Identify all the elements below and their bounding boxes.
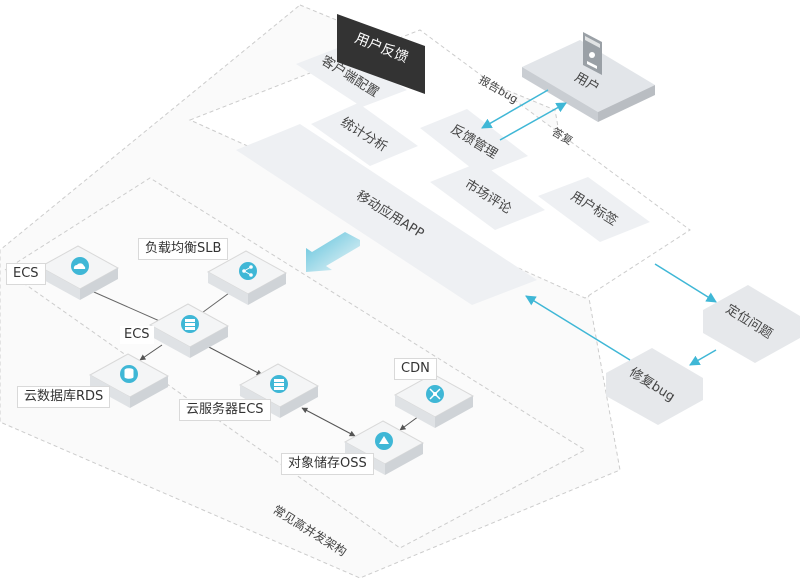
locate-issue-node: 定位问题: [703, 285, 800, 363]
server-icon: [181, 315, 199, 333]
label-ecs-top: ECS: [6, 263, 46, 285]
node-cdn: [393, 373, 475, 428]
reply-arrow: [499, 102, 567, 141]
conn-server-oss: [301, 407, 356, 437]
server-icon: [270, 375, 288, 393]
cloud-icon: [71, 257, 89, 275]
fix-bug-node: 修复bug: [606, 348, 703, 425]
architecture-region: [4, 177, 587, 549]
user-document-icon: [583, 32, 602, 75]
label-oss: 对象储存OSS: [281, 453, 374, 475]
label-cdn: CDN: [394, 358, 437, 380]
database-icon: [120, 365, 138, 383]
user-box: 用户: [522, 32, 655, 122]
big-arrow: [306, 232, 360, 272]
label-ecs-center: ECS: [120, 326, 154, 344]
network-icon: [426, 385, 444, 403]
node-ecs-top: [38, 245, 120, 300]
to-app-arrow: [525, 295, 631, 361]
to-locate-arrow: [654, 263, 717, 303]
tile-stats-analysis: 统计分析: [311, 103, 418, 166]
conn-center-rds: [139, 344, 163, 361]
label-ecs-server: 云服务器ECS: [179, 399, 271, 421]
conn-center-server: [204, 344, 263, 376]
tile-market-comment: 市场评论: [430, 162, 545, 230]
tile-feedback-manage: 反馈管理: [420, 109, 528, 175]
node-slb: [206, 250, 288, 305]
to-fix-arrow: [689, 349, 717, 366]
label-rds: 云数据库RDS: [17, 386, 111, 408]
report-bug-arrow: [481, 89, 549, 129]
label-slb: 负载均衡SLB: [138, 238, 229, 260]
share-nodes-icon: [239, 262, 257, 280]
storage-icon: [375, 432, 393, 450]
node-ecs-center: [148, 303, 230, 358]
tile-user-tag: 用户标签: [538, 177, 650, 242]
tile-mobile-app: 移动应用APP: [236, 124, 537, 305]
